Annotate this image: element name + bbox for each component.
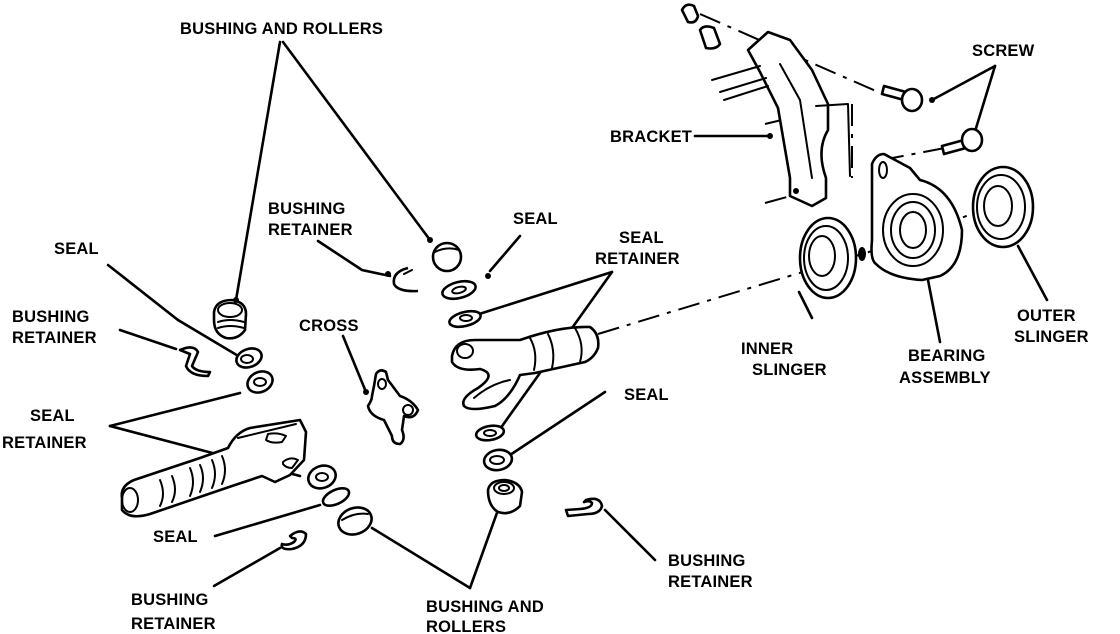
label-bushing-retainer-upper-line2: RETAINER [268, 221, 353, 239]
label-inner-slinger-line2: SLINGER [752, 361, 827, 379]
bushing-rollers-bottom-right-part [486, 478, 524, 515]
label-seal-retainer-left-line2: RETAINER [2, 434, 87, 452]
centerline-shaft [597, 237, 916, 335]
leader-seal-lower-left [213, 503, 322, 538]
bushing-rollers-bottom-left-part [337, 506, 373, 536]
label-cross: CROSS [299, 317, 359, 335]
label-bushing-retainer-bottom-right-line1: BUSHING [668, 552, 746, 570]
label-bushing-retainer-bottom-left-line1: BUSHING [131, 591, 209, 609]
label-seal-retainer-left-line1: SEAL [30, 407, 75, 425]
screw-lower-part [940, 127, 984, 156]
leader-seal-retainer-mid-upper [474, 270, 614, 317]
label-bushing-and-rollers-top: BUSHING AND ROLLERS [180, 20, 383, 38]
seal-retainer-left-lower-part [307, 464, 337, 490]
slip-yoke-part [450, 325, 600, 411]
label-seal-lower-left: SEAL [153, 528, 198, 546]
label-seal-retainer-mid-line1: SEAL [619, 229, 664, 247]
leader-screw-upper [930, 64, 997, 102]
label-bushing-and-rollers-bottom-line1: BUSHING AND [426, 598, 544, 616]
flange-yoke-shaft-part [120, 418, 308, 518]
label-bracket: BRACKET [610, 128, 692, 146]
label-inner-slinger-line1: INNER [741, 340, 793, 358]
seal-retainer-mid-upper-part [448, 309, 482, 329]
leader-bushing-retainer-left [118, 328, 178, 351]
screw-upper-part [880, 84, 935, 113]
seal-retainer-left-upper-part [246, 370, 274, 394]
label-outer-slinger-line1: OUTER [1017, 307, 1076, 325]
label-seal-left: SEAL [54, 240, 99, 258]
label-seal-right-mid: SEAL [624, 386, 669, 404]
leader-bushing-retainer-upper [316, 239, 392, 278]
label-bushing-and-rollers-bottom-line2: ROLLERS [426, 618, 506, 634]
label-bushing-retainer-bottom-right-line2: RETAINER [668, 573, 753, 591]
leader-lines [106, 40, 1049, 590]
leader-inner-slinger [797, 290, 814, 320]
leader-screw-lower [971, 64, 997, 140]
leader-bearing-assembly [926, 278, 942, 344]
bushing-retainer-bottom-left-part [280, 530, 308, 551]
label-seal-retainer-mid-line2: RETAINER [595, 250, 680, 268]
label-bearing-assembly-line2: ASSEMBLY [899, 369, 991, 387]
seal-lower-left-part [321, 487, 351, 507]
label-screw: SCREW [972, 42, 1035, 60]
bracket-part [711, 30, 851, 208]
seal-upper-mid-part [441, 273, 491, 301]
leader-seal-upper-mid [488, 234, 522, 273]
bushing-rollers-left-part [212, 297, 248, 340]
leader-bushing-retainer-bottom-left [212, 546, 282, 588]
bushing-retainer-left-part [178, 346, 212, 378]
bushing-retainer-upper-part [385, 266, 419, 293]
inner-slinger-part [798, 216, 858, 300]
bracket-bolts-part [680, 3, 722, 50]
leader-bushing-retainer-bottom-right [603, 508, 657, 562]
leader-bushing-rollers-bottom-right [468, 508, 500, 590]
leader-seal-retainer-left-upper [108, 391, 242, 428]
leader-seal-right-mid [508, 390, 607, 457]
leader-seal-left [106, 263, 242, 359]
label-outer-slinger-line2: SLINGER [1014, 328, 1089, 346]
leader-bushing-rollers-bottom-left [370, 526, 472, 590]
leader-outer-slinger [1016, 244, 1049, 302]
label-bearing-assembly-line1: BEARING [908, 347, 986, 365]
label-bushing-retainer-left-line2: RETAINER [12, 329, 97, 347]
outer-slinger-part [971, 165, 1035, 249]
leader-cross [341, 334, 368, 394]
seal-retainer-mid-lower-part [474, 424, 506, 442]
seal-left-part [235, 347, 263, 369]
bushing-retainer-bottom-right-part [564, 497, 604, 518]
cross-part [363, 369, 420, 446]
leader-bushing-rollers-top-right [281, 40, 432, 242]
label-seal-upper-mid: SEAL [513, 210, 558, 228]
label-bushing-retainer-upper-line1: BUSHING [268, 200, 346, 218]
label-bushing-retainer-left-line1: BUSHING [12, 308, 90, 326]
bearing-assembly-part [858, 152, 964, 282]
labels: BUSHING AND ROLLERS SCREW BRACKET BUSHIN… [2, 20, 1089, 634]
bushing-rollers-top-part [427, 237, 463, 273]
leader-bushing-rollers-top-left [234, 40, 282, 302]
label-bushing-retainer-bottom-left-line2: RETAINER [131, 615, 216, 633]
seal-right-mid-part [482, 448, 514, 472]
